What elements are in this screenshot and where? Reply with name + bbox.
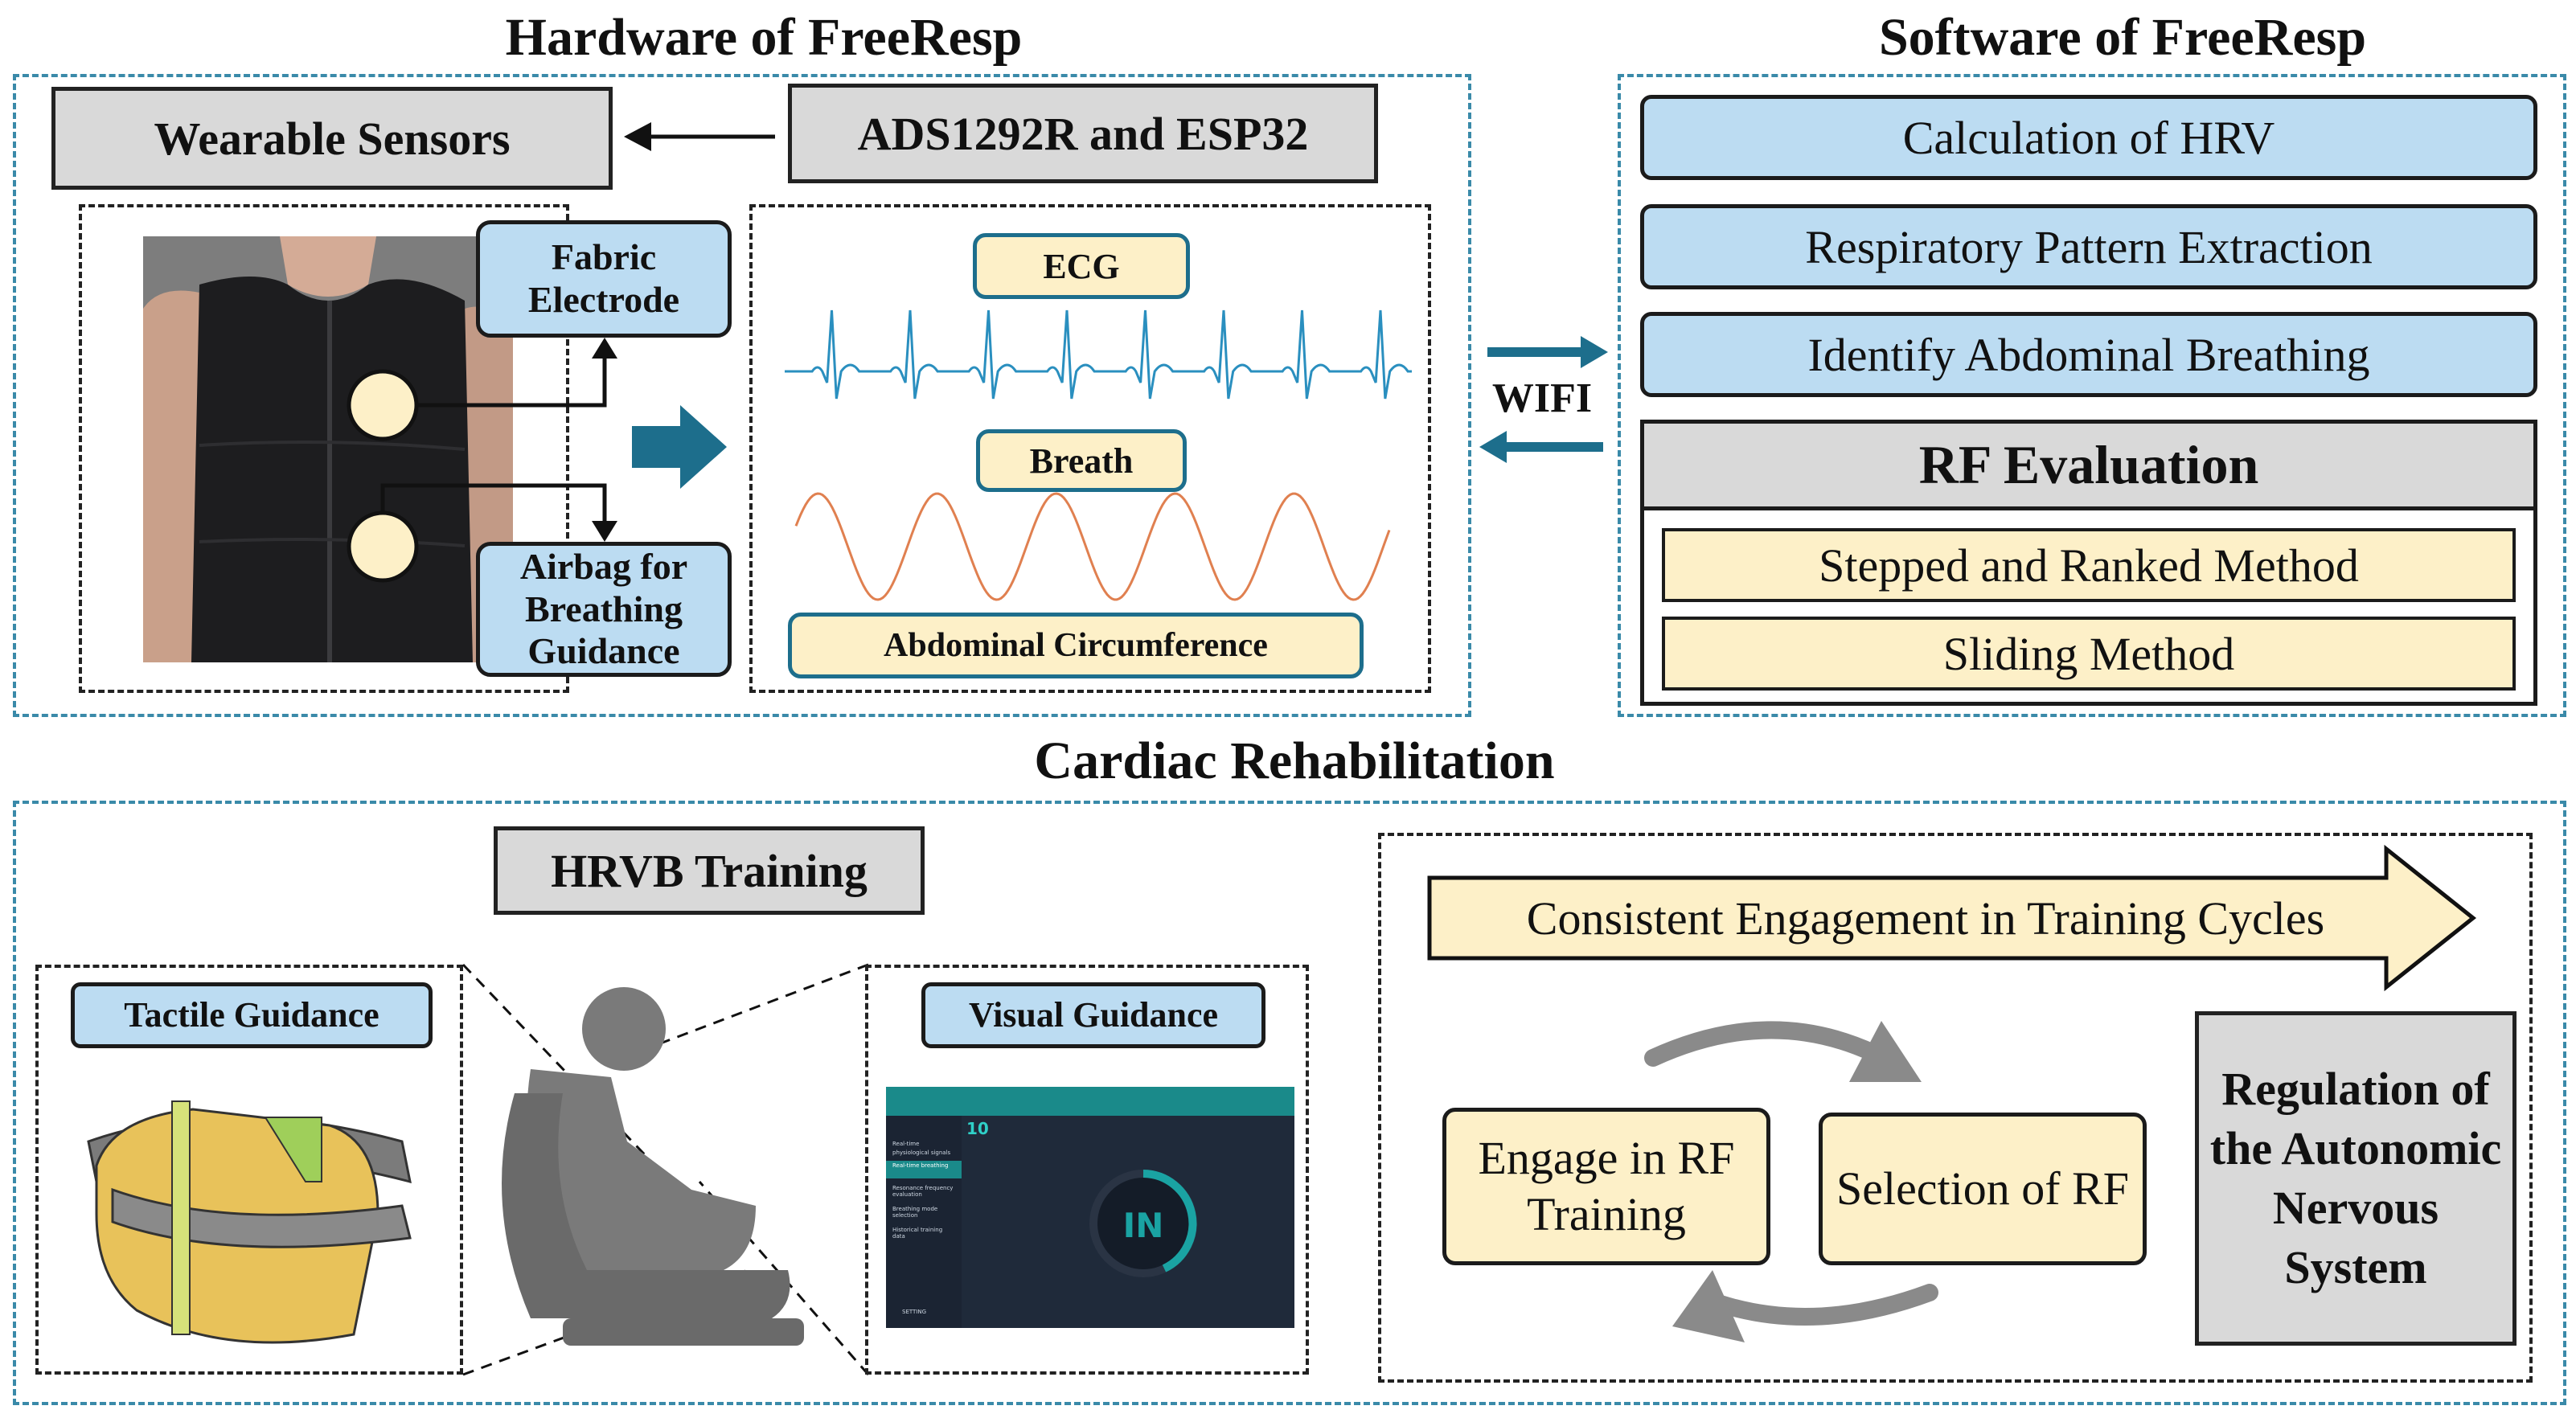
app-menu-active[interactable]: Real-time breathing	[886, 1161, 962, 1178]
tactile-guidance-box: Tactile Guidance	[71, 982, 433, 1048]
fabric-electrode-label: Fabric Electrode	[527, 236, 680, 320]
fabric-electrode-box: Fabric Electrode	[476, 220, 732, 338]
app-setting-label[interactable]: SETTING	[902, 1309, 927, 1315]
app-header-bar	[886, 1087, 1294, 1116]
breath-trace	[794, 492, 1391, 601]
hardware-panel	[13, 74, 1471, 717]
software-title: Software of FreeResp	[1878, 8, 2367, 67]
rf-method-stepped: Stepped and Ranked Method	[1662, 528, 2516, 602]
rf-method-sliding: Sliding Method	[1662, 617, 2516, 691]
airbag-label: Airbag for Breathing Guidance	[519, 545, 688, 672]
selection-rf-box: Selection of RF	[1819, 1113, 2147, 1265]
breathing-ring-icon	[1089, 1170, 1197, 1277]
engage-label: Engage in RF Training	[1478, 1132, 1735, 1240]
breath-label-box: Breath	[976, 429, 1187, 492]
ecg-label-box: ECG	[973, 233, 1190, 299]
app-menu-item[interactable]: Real-time physiological signals	[892, 1141, 951, 1156]
software-item-hrv: Calculation of HRV	[1640, 95, 2537, 180]
signals-frame	[749, 204, 1431, 693]
app-menu-item[interactable]: Historical training data	[892, 1227, 943, 1240]
hrvb-training-box: HRVB Training	[494, 826, 925, 915]
tactile-frame	[35, 965, 463, 1375]
belt-illustration	[87, 1100, 412, 1344]
app-in-label: IN	[1122, 1206, 1164, 1245]
ecg-trace	[785, 309, 1412, 400]
app-menu-item: Real-time breathing	[892, 1162, 949, 1169]
software-item-respiratory: Respiratory Pattern Extraction	[1640, 204, 2537, 289]
ecg-waveform	[785, 309, 1412, 400]
selection-label: Selection of RF	[1836, 1162, 2130, 1215]
app-menu-item[interactable]: Breathing mode selection	[892, 1206, 938, 1219]
visual-frame	[865, 965, 1309, 1375]
app-sidebar: Real-time physiological signals Real-tim…	[886, 1116, 962, 1328]
cardiac-panel	[13, 801, 2566, 1405]
engage-rf-training-box: Engage in RF Training	[1442, 1108, 1770, 1265]
visual-guidance-box: Visual Guidance	[921, 982, 1265, 1048]
airbag-box: Airbag for Breathing Guidance	[476, 542, 732, 677]
app-menu-item[interactable]: Resonance frequency evaluation	[892, 1185, 954, 1198]
regulation-box: Regulation of the Autonomic Nervous Syst…	[2195, 1011, 2517, 1346]
app-number: 10	[966, 1119, 989, 1138]
software-panel	[1618, 74, 2566, 717]
breath-waveform	[794, 492, 1391, 601]
cardiac-title: Cardiac Rehabilitation	[1034, 732, 1555, 790]
app-screenshot: Real-time physiological signals Real-tim…	[886, 1087, 1294, 1328]
software-item-abdominal: Identify Abdominal Breathing	[1640, 312, 2537, 397]
wearable-sensors-box: Wearable Sensors	[51, 87, 613, 190]
chip-box: ADS1292R and ESP32	[788, 84, 1378, 183]
consistent-label: Consistent Engagement in Training Cycles	[1526, 891, 2325, 945]
rf-evaluation-box: RF Evaluation Stepped and Ranked Method …	[1640, 420, 2537, 706]
regulation-label: Regulation of the Autonomic Nervous Syst…	[2209, 1062, 2502, 1294]
cycle-frame	[1378, 833, 2533, 1383]
wifi-label: WIFI	[1491, 375, 1593, 421]
photo-frame	[79, 204, 569, 693]
rf-evaluation-title: RF Evaluation	[1644, 424, 2533, 510]
abdominal-label-box: Abdominal Circumference	[788, 613, 1364, 678]
hardware-title: Hardware of FreeResp	[505, 8, 1023, 67]
